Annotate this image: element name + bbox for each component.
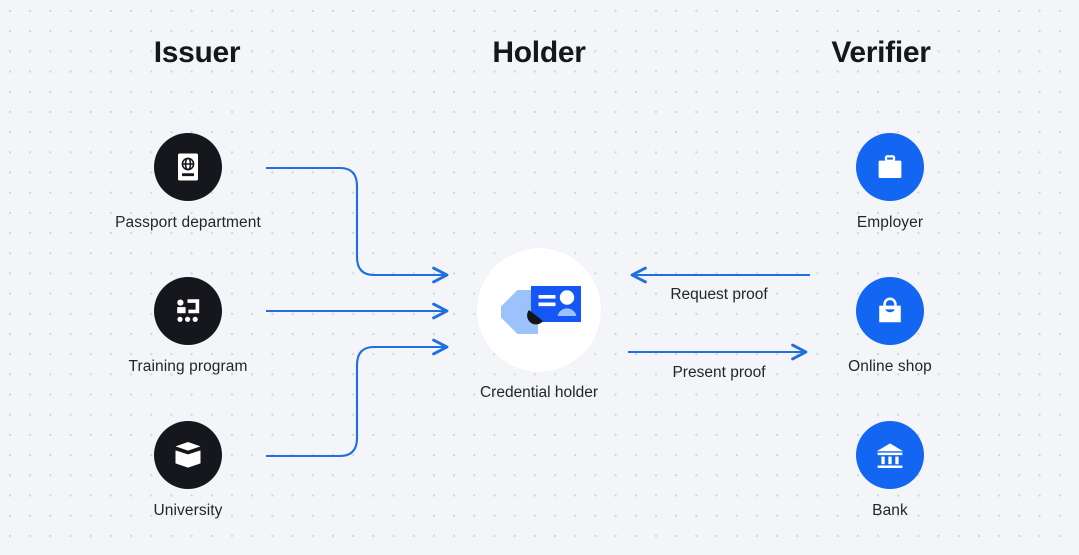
issuer-node-passport-department[interactable]: Passport department <box>58 133 318 232</box>
column-title-issuer: Issuer <box>153 36 241 69</box>
verifier-node-bank[interactable]: Bank <box>760 421 1020 520</box>
verifier-label-online-shop: Online shop <box>848 358 932 375</box>
passport-icon-circle <box>154 133 222 201</box>
issuer-label-training-program: Training program <box>128 358 248 375</box>
verifier-node-employer[interactable]: Employer <box>760 133 1020 232</box>
column-title-verifier: Verifier <box>831 36 931 69</box>
holder-label-credential-holder: Credential holder <box>479 384 599 401</box>
hand-holding-id-card-icon <box>501 286 581 334</box>
briefcase-icon-circle <box>856 133 924 201</box>
column-title-holder: Holder <box>492 36 586 69</box>
issuer-label-university: University <box>153 502 223 519</box>
credential-holder-icon-circle <box>477 248 601 372</box>
verifier-label-employer: Employer <box>856 214 924 231</box>
open-book-icon <box>175 442 201 468</box>
passport-icon <box>178 153 198 181</box>
issuer-label-passport-department: Passport department <box>115 214 261 231</box>
briefcase-icon <box>878 155 902 178</box>
shopping-bag-icon <box>879 297 901 323</box>
bank-building-icon <box>876 443 904 468</box>
flow-label-request-proof: Request proof <box>670 286 768 303</box>
certificate-icon-circle <box>154 277 222 345</box>
holder-node-credential-holder[interactable]: Credential holder <box>389 248 689 402</box>
verifier-node-online-shop[interactable]: Online shop <box>760 277 1020 376</box>
bank-building-icon-circle <box>856 421 924 489</box>
issuer-node-university[interactable]: University <box>58 421 318 520</box>
shopping-bag-icon-circle <box>856 277 924 345</box>
certificate-icon <box>177 299 200 322</box>
open-book-icon-circle <box>154 421 222 489</box>
issuer-node-training-program[interactable]: Training program <box>58 277 318 376</box>
verifier-label-bank: Bank <box>872 502 908 519</box>
flow-label-present-proof: Present proof <box>672 364 766 381</box>
